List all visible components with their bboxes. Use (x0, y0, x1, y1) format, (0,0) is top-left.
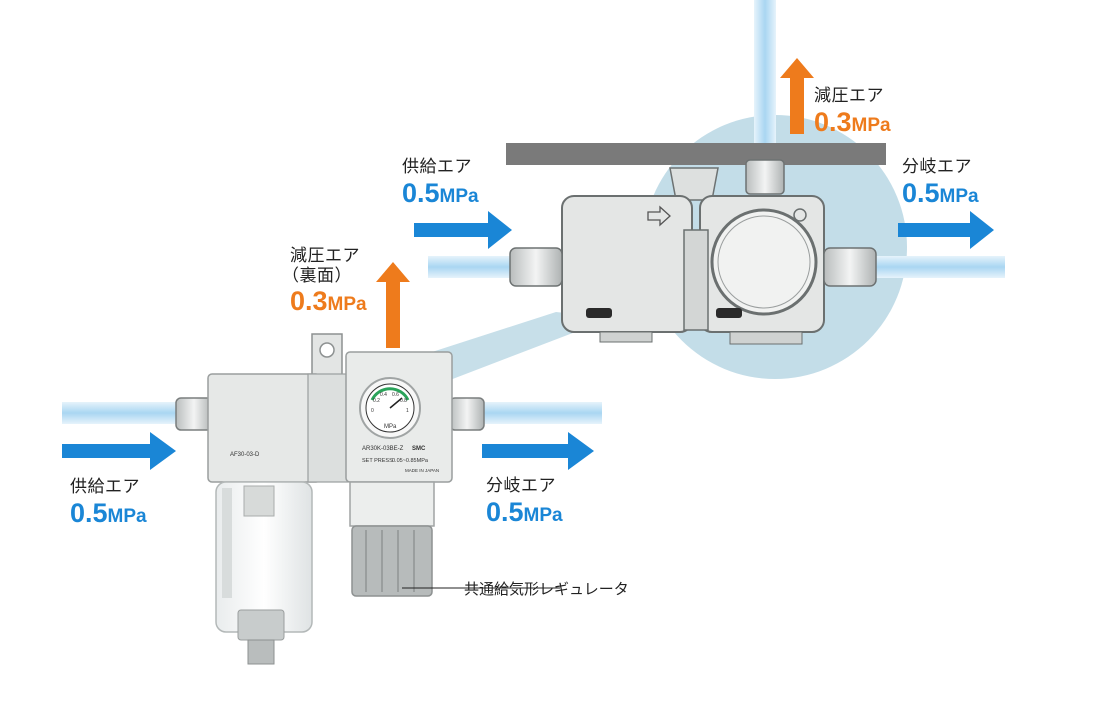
label-supply-top: 供給エア 0.5MPa (402, 157, 479, 208)
arrow-reduced-left (376, 262, 410, 348)
label-branch-top: 分岐エア 0.5MPa (902, 157, 979, 208)
arrow-branch-left (482, 432, 594, 470)
gauge-tick-0: 0 (371, 408, 374, 414)
mounting-panel (506, 143, 886, 165)
gauge-tick-3: 0.6 (392, 392, 399, 398)
label-branch-left: 分岐エア 0.5MPa (486, 476, 563, 527)
bottom-pipes (62, 402, 602, 424)
label-reduced-top: 減圧エア 0.3MPa (814, 86, 891, 137)
flow-arrows (62, 58, 994, 470)
filter-model-marking: AF30-03-D (230, 452, 260, 458)
arrow-branch-top (898, 211, 994, 249)
made-in-marking: MADE IN JAPAN (405, 468, 439, 473)
filter-regulator-product (175, 333, 485, 665)
callout-regulator-label: 共通給気形レギュレータ (464, 580, 629, 598)
gauge-tick-4: 0.8 (400, 398, 407, 404)
range-marking: 0.05~0.85MPa (392, 458, 429, 464)
label-supply-left: 供給エア 0.5MPa (70, 477, 147, 528)
device-markings: AF30-03-D AR30K-03BE-Z SET PRESS 0.05~0.… (230, 392, 439, 473)
regulator-model-marking: AR30K-03BE-Z (362, 446, 404, 452)
brand-marking: SMC (412, 446, 426, 452)
gauge-unit: MPa (384, 424, 397, 430)
arrow-supply-top (414, 211, 512, 249)
set-press-marking: SET PRESS (362, 458, 393, 464)
arrow-supply-left (62, 432, 176, 470)
gauge-tick-2: 0.4 (380, 392, 387, 398)
arrow-reduced-top (780, 58, 814, 134)
top-regulator-assembly (509, 159, 877, 345)
gauge-tick-1: 0.2 (373, 398, 380, 404)
label-reduced-left: 減圧エア （裏面） 0.3MPa (282, 246, 367, 317)
top-pipes (428, 0, 1005, 278)
gauge-tick-5: 1 (406, 408, 409, 414)
